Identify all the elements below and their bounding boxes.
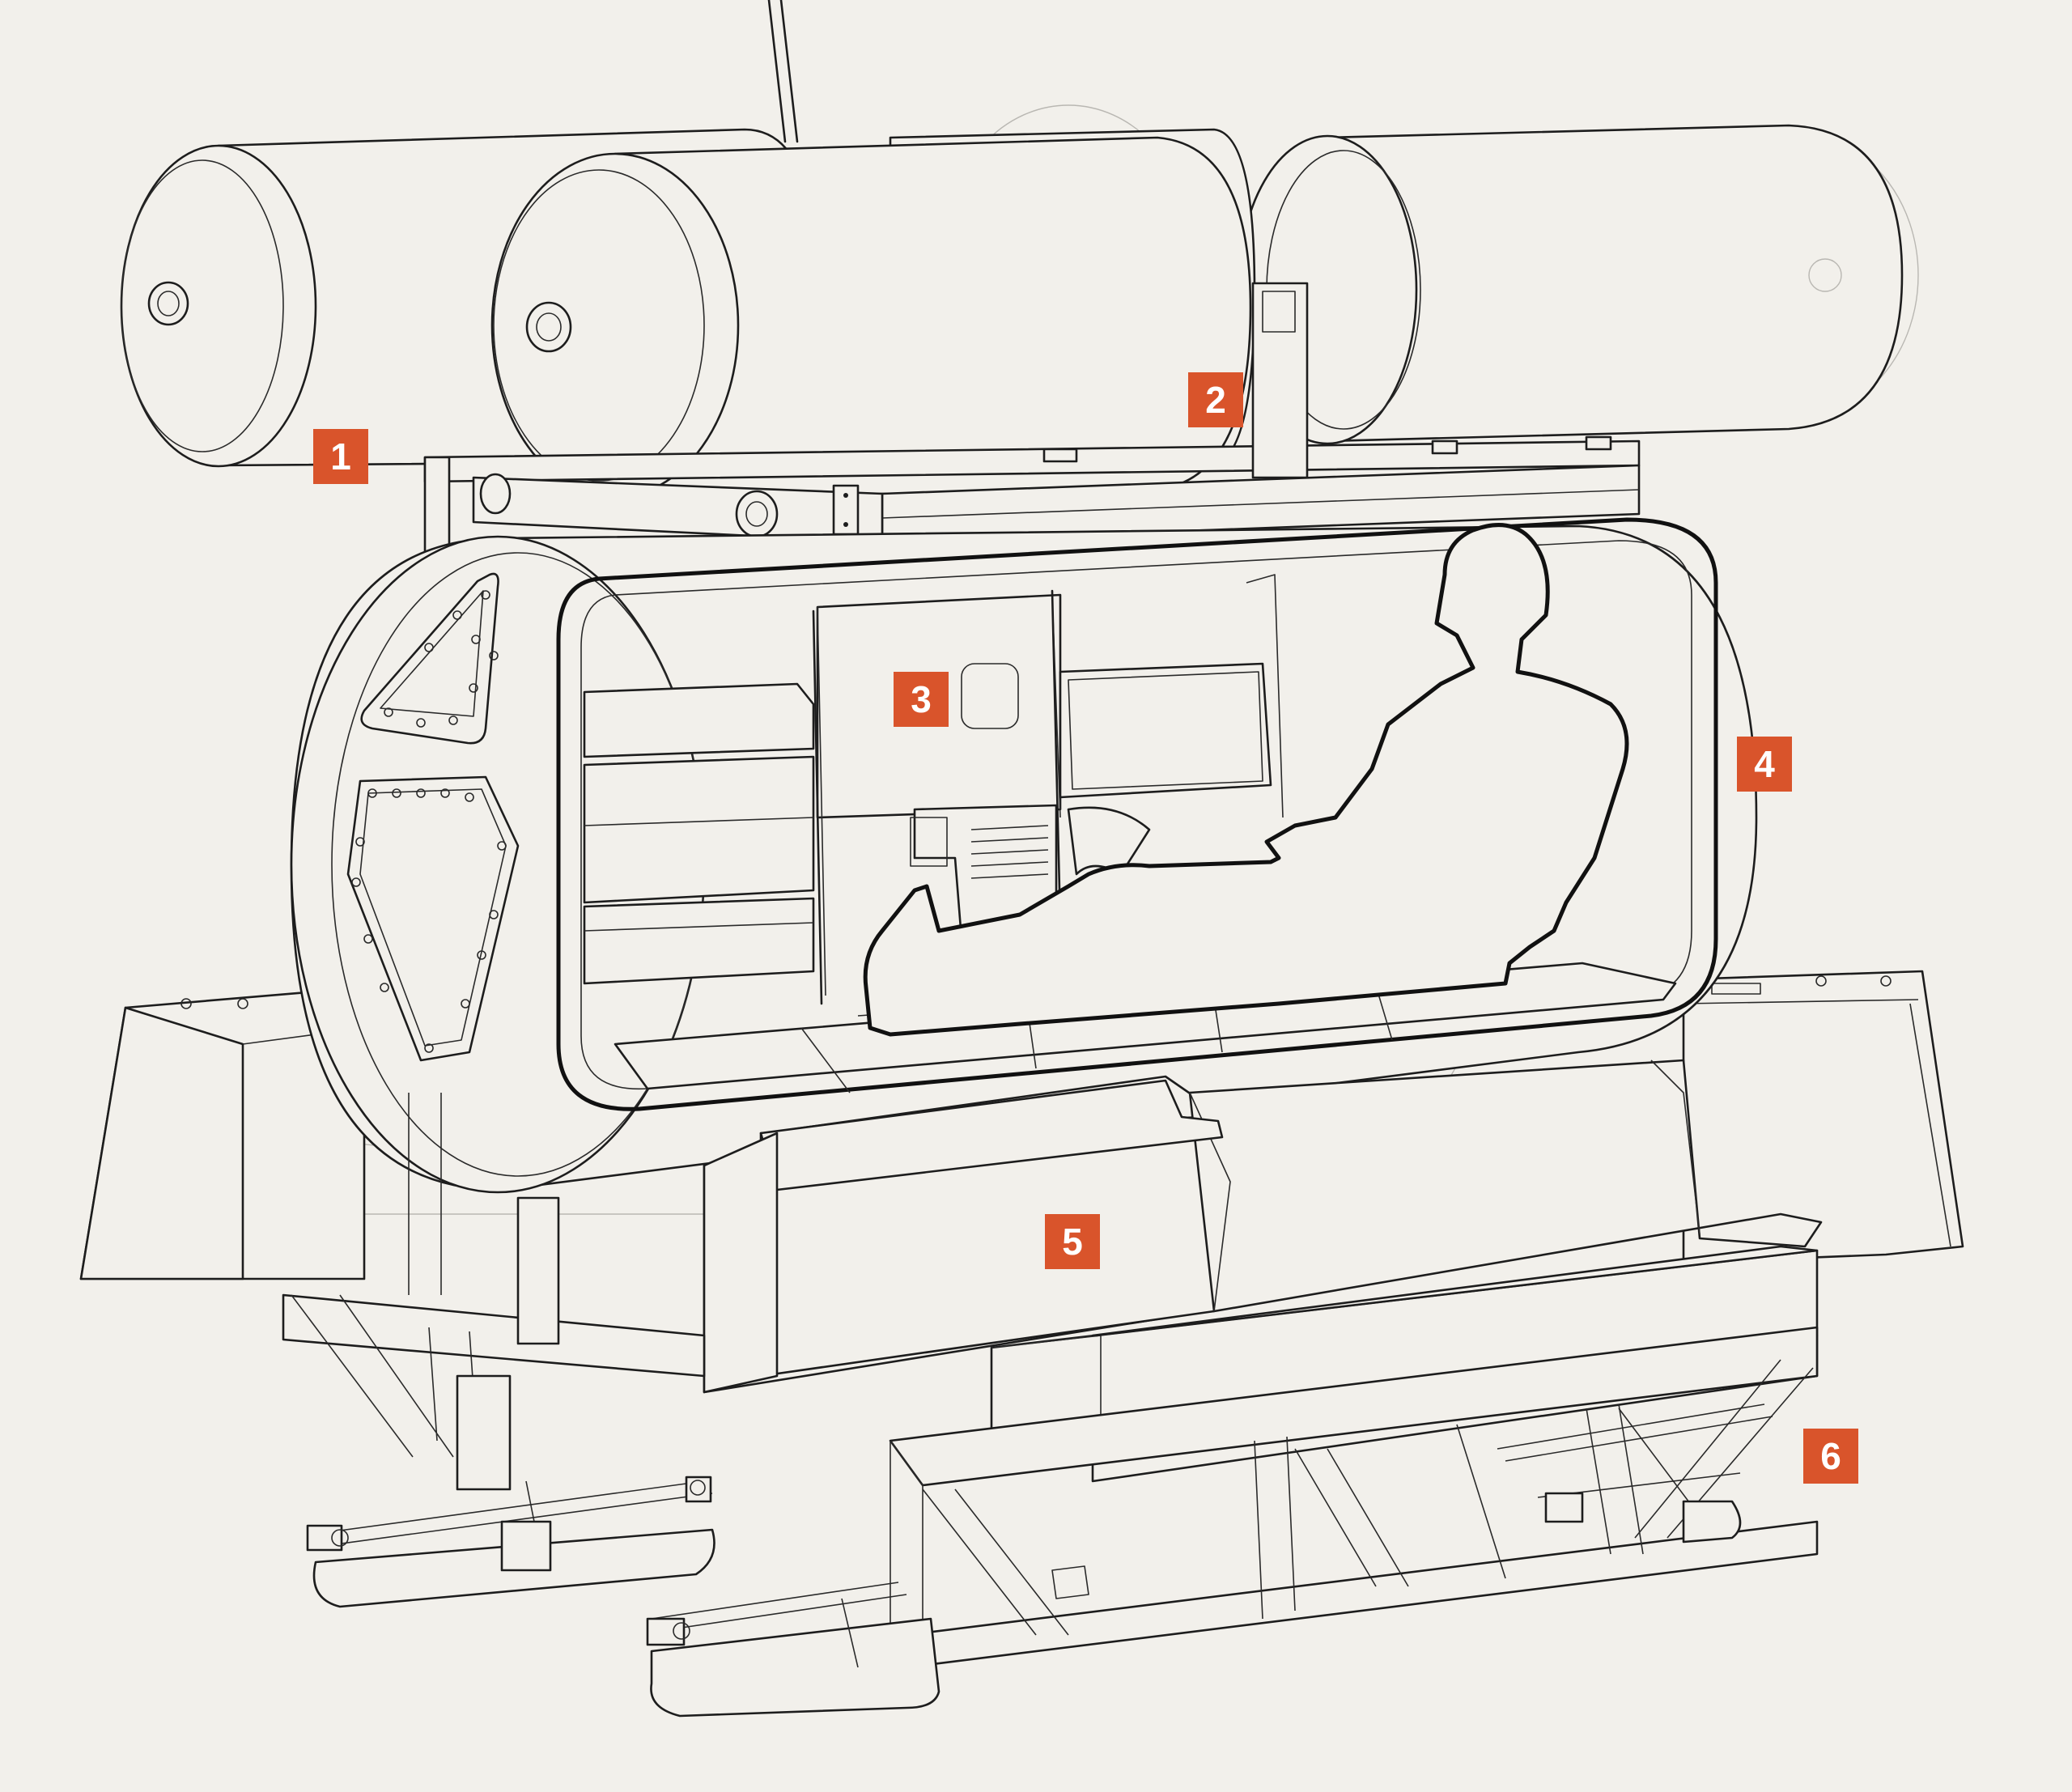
support-pontoon-right [1682, 970, 1964, 1264]
callout-marker-2: 2 [1188, 372, 1243, 427]
hatch-bolts [351, 788, 507, 1053]
left-support-frame [282, 1093, 715, 1608]
callout-marker-1: 1 [313, 429, 368, 484]
support-pontoon-left [79, 986, 366, 1280]
callout-marker-3: 3 [894, 672, 949, 727]
callout-marker-5: 5 [1045, 1214, 1100, 1269]
top-rack-frame [423, 282, 1641, 568]
human-occupant-silhouette [863, 523, 1629, 1037]
viewport-bolts [384, 590, 499, 728]
ballast-tank-center [490, 128, 1256, 499]
skid-frame [646, 1326, 1819, 1718]
tether-cable [767, 0, 799, 143]
callout-marker-4: 4 [1737, 737, 1792, 792]
ballast-tank-right [1237, 124, 1904, 445]
callout-marker-6: 6 [1803, 1429, 1858, 1484]
